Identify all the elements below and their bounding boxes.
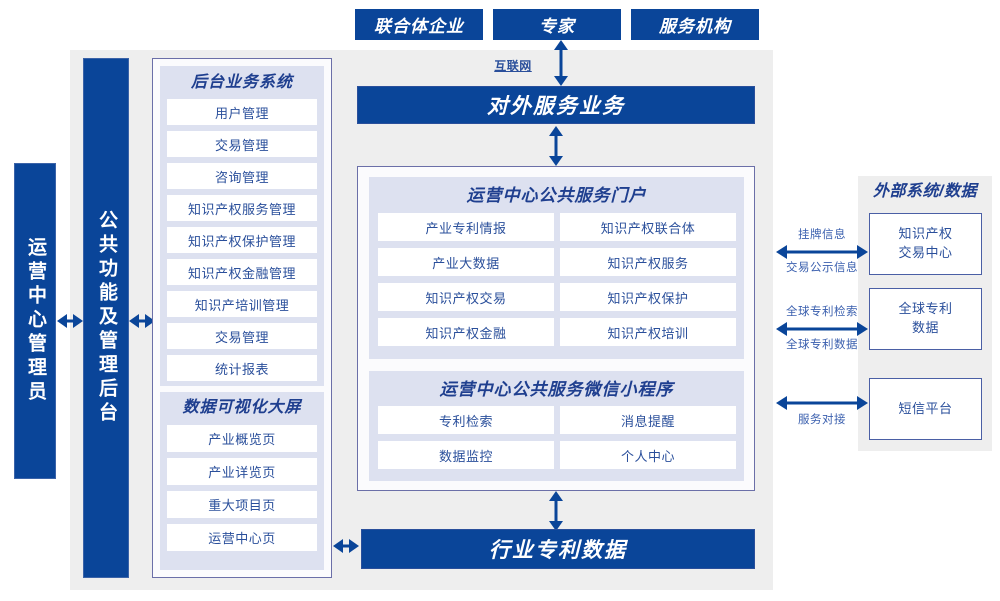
portal-item-7[interactable]: 知识产权培训: [560, 318, 736, 346]
dashboard-item-3[interactable]: 运营中心页: [167, 524, 317, 551]
external-box-sms-platform[interactable]: 短信平台: [869, 378, 982, 440]
dashboard-item-2[interactable]: 重大项目页: [167, 491, 317, 518]
backoffice-item-6[interactable]: 知识产培训管理: [167, 291, 317, 317]
external-connector-2-label-below: 服务对接: [798, 414, 846, 426]
miniprogram-item-3[interactable]: 个人中心: [560, 441, 736, 469]
external-connector-0-label-above: 挂牌信息: [798, 229, 846, 241]
backoffice-item-2[interactable]: 咨询管理: [167, 163, 317, 189]
arrow-platform-to-backoffice: [129, 314, 155, 328]
portal-item-4[interactable]: 知识产权交易: [378, 283, 554, 311]
external-box-ip-exchange-center[interactable]: 知识产权 交易中心: [869, 213, 982, 275]
arrow-service-to-portal: [549, 126, 563, 166]
external-box-0-line1: 知识产权: [898, 226, 953, 242]
internet-label: 互联网: [494, 59, 532, 73]
backoffice-item-1[interactable]: 交易管理: [167, 131, 317, 157]
external-connector-1-label-below: 全球专利数据: [786, 339, 858, 351]
backoffice-item-4[interactable]: 知识产权保护管理: [167, 227, 317, 253]
external-box-1-line2: 数据: [911, 320, 939, 335]
portal-title: 运营中心公共服务门户: [466, 186, 647, 205]
column-common-function-backend-label: 公共功能及管理后台: [95, 210, 117, 426]
miniprogram-item-0[interactable]: 专利检索: [378, 406, 554, 434]
arrow-internet: [554, 40, 568, 86]
external-box-global-patent-data[interactable]: 全球专利 数据: [869, 288, 982, 350]
miniprogram-item-1[interactable]: 消息提醒: [560, 406, 736, 434]
portal-item-5[interactable]: 知识产权保护: [560, 283, 736, 311]
portal-item-3[interactable]: 知识产权服务: [560, 248, 736, 276]
external-service-bar[interactable]: 对外服务业务: [357, 86, 755, 124]
arrow-admin-to-platform: [57, 314, 83, 328]
arrow-backoffice-to-industry-data: [333, 539, 359, 553]
backoffice-item-3[interactable]: 知识产权服务管理: [167, 195, 317, 221]
arrow-external-2: [776, 396, 868, 410]
portal-item-1[interactable]: 知识产权联合体: [560, 213, 736, 241]
dashboard-item-1[interactable]: 产业详览页: [167, 458, 317, 485]
column-common-function-backend[interactable]: 公共功能及管理后台: [83, 58, 129, 578]
arrow-external-0: [776, 245, 868, 259]
external-connector-0-label-below: 交易公示信息: [786, 262, 858, 274]
backoffice-item-7[interactable]: 交易管理: [167, 323, 317, 349]
miniprogram-title: 运营中心公共服务微信小程序: [439, 380, 674, 399]
backoffice-item-0[interactable]: 用户管理: [167, 99, 317, 125]
actor-chip-expert[interactable]: 专家: [493, 9, 621, 40]
actor-chip-consortium[interactable]: 联合体企业: [355, 9, 483, 40]
arrow-portal-to-industry-data: [549, 491, 563, 531]
dashboard-item-0[interactable]: 产业概览页: [167, 425, 317, 452]
dashboard-title: 数据可视化大屏: [182, 399, 302, 416]
arrow-external-1: [776, 322, 868, 336]
backoffice-item-5[interactable]: 知识产权金融管理: [167, 259, 317, 285]
column-operation-center-admin-label: 运营中心管理员: [24, 237, 46, 405]
portal-item-6[interactable]: 知识产权金融: [378, 318, 554, 346]
portal-item-2[interactable]: 产业大数据: [378, 248, 554, 276]
industry-patent-data-bar[interactable]: 行业专利数据: [361, 529, 755, 569]
actor-chip-service-agency[interactable]: 服务机构: [631, 9, 759, 40]
external-box-0-line2: 交易中心: [898, 245, 953, 260]
external-systems-title: 外部系统/数据: [873, 183, 977, 200]
portal-item-0[interactable]: 产业专利情报: [378, 213, 554, 241]
miniprogram-item-2[interactable]: 数据监控: [378, 441, 554, 469]
external-box-2-line1: 短信平台: [898, 400, 953, 416]
backoffice-title: 后台业务系统: [190, 74, 293, 91]
external-box-1-line1: 全球专利: [898, 301, 953, 317]
column-operation-center-admin[interactable]: 运营中心管理员: [14, 163, 56, 479]
external-connector-1-label-above: 全球专利检索: [786, 306, 858, 318]
backoffice-item-8[interactable]: 统计报表: [167, 355, 317, 381]
